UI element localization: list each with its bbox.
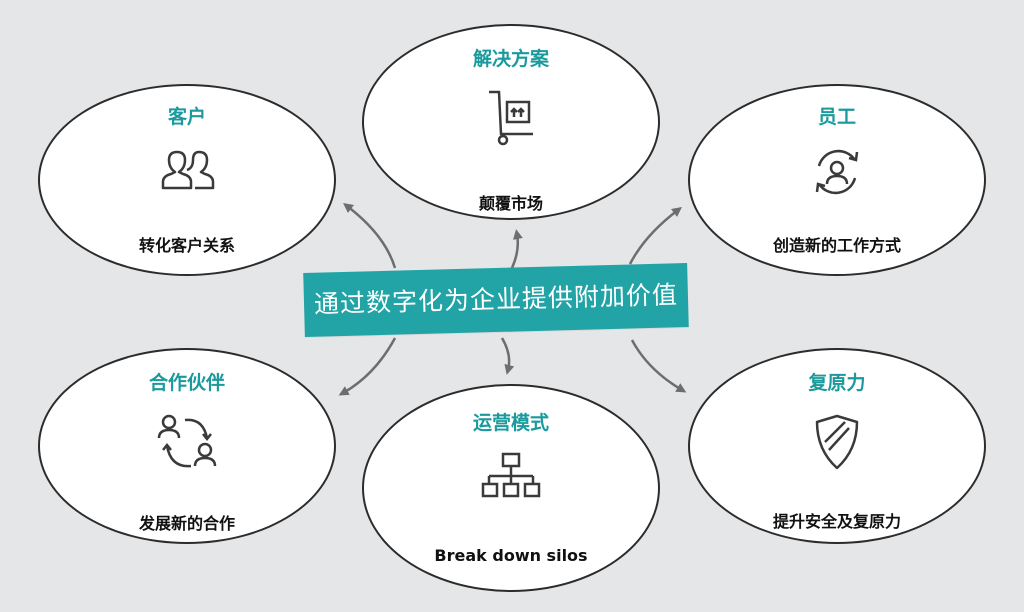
node-title: 解决方案 [472, 48, 549, 70]
node-title: 客户 [167, 106, 206, 128]
node-title: 合作伙伴 [148, 372, 225, 394]
node-caption: 提升安全及复原力 [772, 512, 901, 531]
people-icon [155, 140, 219, 204]
arrow-to-employees [628, 206, 682, 265]
arrow-to-operations [500, 337, 515, 375]
node-title: 员工 [817, 106, 856, 128]
node-caption: 转化客户关系 [138, 236, 235, 255]
node-employees: 员工 创造新的工作方式 [688, 84, 986, 276]
arrow-to-resilience [630, 339, 687, 393]
hand-truck-icon [479, 84, 543, 148]
node-caption: 发展新的合作 [138, 514, 235, 533]
node-caption: 创造新的工作方式 [772, 236, 901, 255]
org-chart-icon [479, 448, 543, 512]
node-customers: 客户 转化客户关系 [38, 84, 336, 276]
arrow-to-solutions [510, 229, 523, 269]
shield-icon [805, 410, 869, 474]
node-caption: 颠覆市场 [478, 194, 543, 213]
user-refresh-icon [805, 140, 869, 204]
node-title: 复原力 [808, 372, 866, 394]
center-banner: 通过数字化为企业提供附加价值 [303, 262, 689, 338]
node-title: 运营模式 [472, 412, 549, 434]
node-resilience: 复原力 提升安全及复原力 [688, 348, 986, 544]
partners-exchange-icon [155, 410, 219, 474]
node-partners: 合作伙伴 发展新的合作 [38, 348, 336, 544]
arrow-to-partners [338, 337, 397, 396]
node-solutions: 解决方案 颠覆市场 [362, 24, 660, 220]
arrow-to-customers [343, 202, 397, 269]
center-label: 通过数字化为企业提供附加价值 [313, 280, 679, 319]
node-caption: Break down silos [434, 546, 588, 565]
node-operations: 运营模式 Break down silos [362, 384, 660, 592]
